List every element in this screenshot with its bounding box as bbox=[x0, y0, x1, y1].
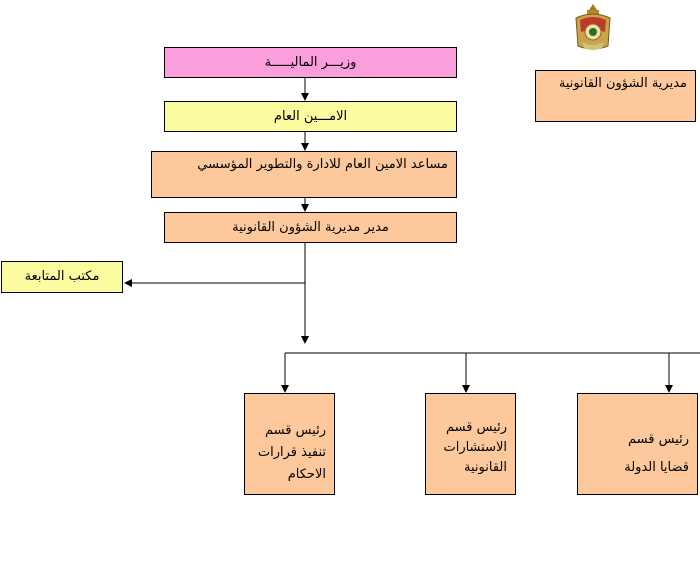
directorate-title: مديرية الشؤون القانونية bbox=[558, 76, 687, 91]
consultations-section-label: رئيس قسم الاستشارات القانونية bbox=[443, 420, 507, 475]
secretary-general-box: الامـــين العام bbox=[164, 101, 457, 132]
state-cases-section-box: رئيس قسم قضايا الدولة bbox=[577, 393, 698, 495]
consultations-section-box: رئيس قسم الاستشارات القانونية bbox=[425, 393, 516, 495]
jordan-coat-of-arms-icon bbox=[575, 4, 611, 50]
state-cases-section-label: رئيس قسم قضايا الدولة bbox=[624, 432, 689, 475]
director-label: مدير مديرية الشؤون القانونية bbox=[232, 219, 389, 235]
enforcement-section-label: رئيس قسم تنفيذ قرارات الاحكام bbox=[257, 423, 326, 482]
directorate-title-box: مديرية الشؤون القانونية bbox=[535, 70, 696, 122]
minister-box: وزيـــر الماليـــــة bbox=[164, 47, 457, 78]
secretary-general-label: الامـــين العام bbox=[273, 108, 348, 124]
director-box: مدير مديرية الشؤون القانونية bbox=[164, 212, 457, 243]
minister-label: وزيـــر الماليـــــة bbox=[264, 54, 357, 70]
followup-office-box: مكتب المتابعة bbox=[1, 261, 123, 293]
assistant-secretary-label: مساعد الامين العام للادارة والتطوير المؤ… bbox=[197, 157, 448, 172]
assistant-secretary-box: مساعد الامين العام للادارة والتطوير المؤ… bbox=[151, 151, 457, 198]
enforcement-section-box: رئيس قسم تنفيذ قرارات الاحكام bbox=[244, 393, 335, 495]
followup-office-label: مكتب المتابعة bbox=[24, 269, 100, 284]
